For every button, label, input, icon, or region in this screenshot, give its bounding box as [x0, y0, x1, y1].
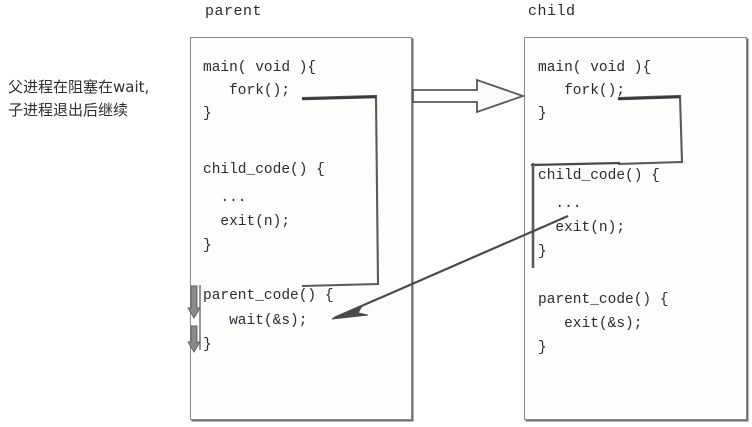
- parent-code-line-7: }: [203, 238, 212, 254]
- child-code-line-6: exit(n);: [538, 220, 626, 236]
- child-code-line-11: }: [538, 340, 547, 356]
- child-code-line-2: }: [538, 106, 547, 122]
- parent-code-line-10: wait(&s);: [203, 313, 308, 329]
- parent-code-line-5: ...: [203, 190, 247, 206]
- child-code-line-7: }: [538, 244, 547, 260]
- parent-resume-arrows: [187, 285, 201, 353]
- annotation-note: 父进程在阻塞在wait, 子进程退出后继续: [8, 76, 198, 122]
- parent-code-line-0: main( void ){: [203, 60, 317, 76]
- child-code-line-1: fork();: [538, 83, 626, 99]
- child-code-line-0: main( void ){: [538, 60, 652, 76]
- child-code-line-9: parent_code() {: [538, 292, 669, 308]
- parent-code-line-4: child_code() {: [203, 162, 325, 178]
- parent-code-line-9: parent_code() {: [203, 288, 334, 304]
- child-code-line-4: child_code() {: [538, 168, 660, 184]
- fork-transfer-arrow: [412, 78, 526, 114]
- child-code-line-10: exit(&s);: [538, 316, 643, 332]
- parent-code-line-1: fork();: [203, 83, 291, 99]
- child-exit-to-wait-arrow: [331, 214, 569, 320]
- child-code-line-5: ...: [538, 196, 582, 212]
- parent-column-title: parent: [205, 3, 263, 20]
- parent-code-line-2: }: [203, 106, 212, 122]
- parent-code-line-6: exit(n);: [203, 214, 291, 230]
- annotation-line-1: 父进程在阻塞在wait,: [8, 78, 150, 96]
- annotation-line-2: 子进程退出后继续: [8, 101, 129, 119]
- parent-code-line-11: }: [203, 337, 212, 353]
- child-column-title: child: [528, 3, 576, 20]
